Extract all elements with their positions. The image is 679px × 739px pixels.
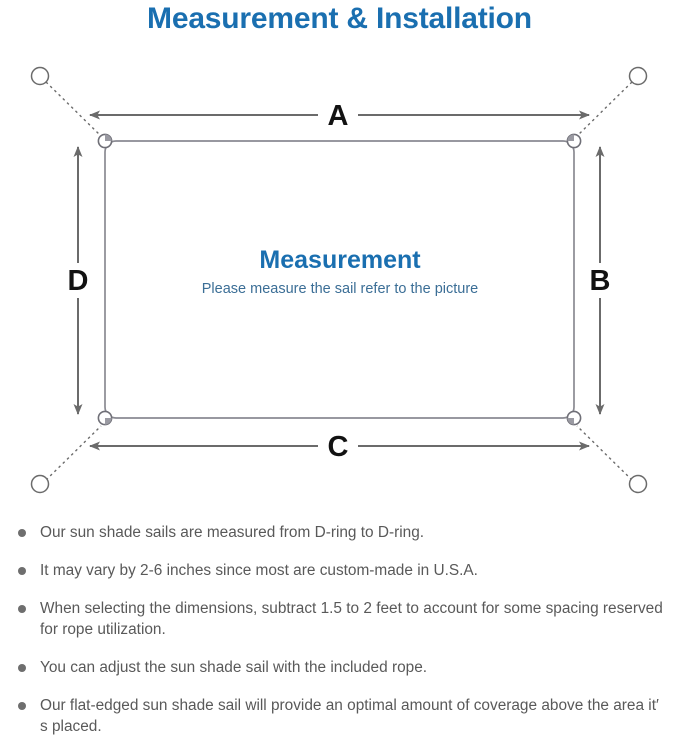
d-ring-wedge-top-right <box>567 134 574 141</box>
d-ring-wedge-bottom-right <box>567 418 574 425</box>
anchor-bottom-right-icon <box>628 474 648 494</box>
list-item: When selecting the dimensions, subtract … <box>10 598 665 640</box>
dimension-label-c: C <box>328 431 349 463</box>
bullet-icon <box>18 605 26 613</box>
dimension-label-d: D <box>68 265 89 297</box>
note-text: Our sun shade sails are measured from D-… <box>40 524 425 541</box>
note-text: When selecting the dimensions, subtract … <box>40 600 663 638</box>
note-text: It may vary by 2-6 inches since most are… <box>40 562 478 579</box>
anchor-bottom-left-icon <box>30 474 50 494</box>
measurement-diagram: A C D B Measurement Please measure the s… <box>0 48 679 513</box>
anchor-top-left-icon <box>30 66 50 86</box>
note-text: Our flat-edged sun shade sail will provi… <box>40 697 659 735</box>
sail-center-subtitle: Please measure the sail refer to the pic… <box>202 281 478 297</box>
sail-center-heading: Measurement <box>259 246 421 274</box>
bullet-icon <box>18 702 26 710</box>
rope-line-bottom-left <box>45 425 102 481</box>
page-title: Measurement & Installation <box>147 2 532 35</box>
rope-line-bottom-right <box>576 425 633 481</box>
bullet-icon <box>18 529 26 537</box>
bullet-icon <box>18 567 26 575</box>
list-item: It may vary by 2-6 inches since most are… <box>10 560 665 581</box>
d-ring-wedge-bottom-left <box>105 418 112 425</box>
dimension-label-a: A <box>328 100 349 132</box>
list-item: Our flat-edged sun shade sail will provi… <box>10 695 665 737</box>
list-item: You can adjust the sun shade sail with t… <box>10 657 665 678</box>
anchor-rings <box>30 66 648 494</box>
anchor-top-right-icon <box>628 66 648 86</box>
bullet-icon <box>18 664 26 672</box>
list-item: Our sun shade sails are measured from D-… <box>10 522 665 543</box>
rope-line-top-right <box>576 81 633 137</box>
d-ring-wedge-top-left <box>105 134 112 141</box>
rope-lines <box>45 81 633 481</box>
d-ring-wedges <box>105 134 574 425</box>
dimension-label-b: B <box>590 265 611 297</box>
note-text: You can adjust the sun shade sail with t… <box>40 659 428 676</box>
sail-body <box>104 140 575 419</box>
rope-line-top-left <box>45 81 102 137</box>
notes-list: Our sun shade sails are measured from D-… <box>0 522 679 737</box>
